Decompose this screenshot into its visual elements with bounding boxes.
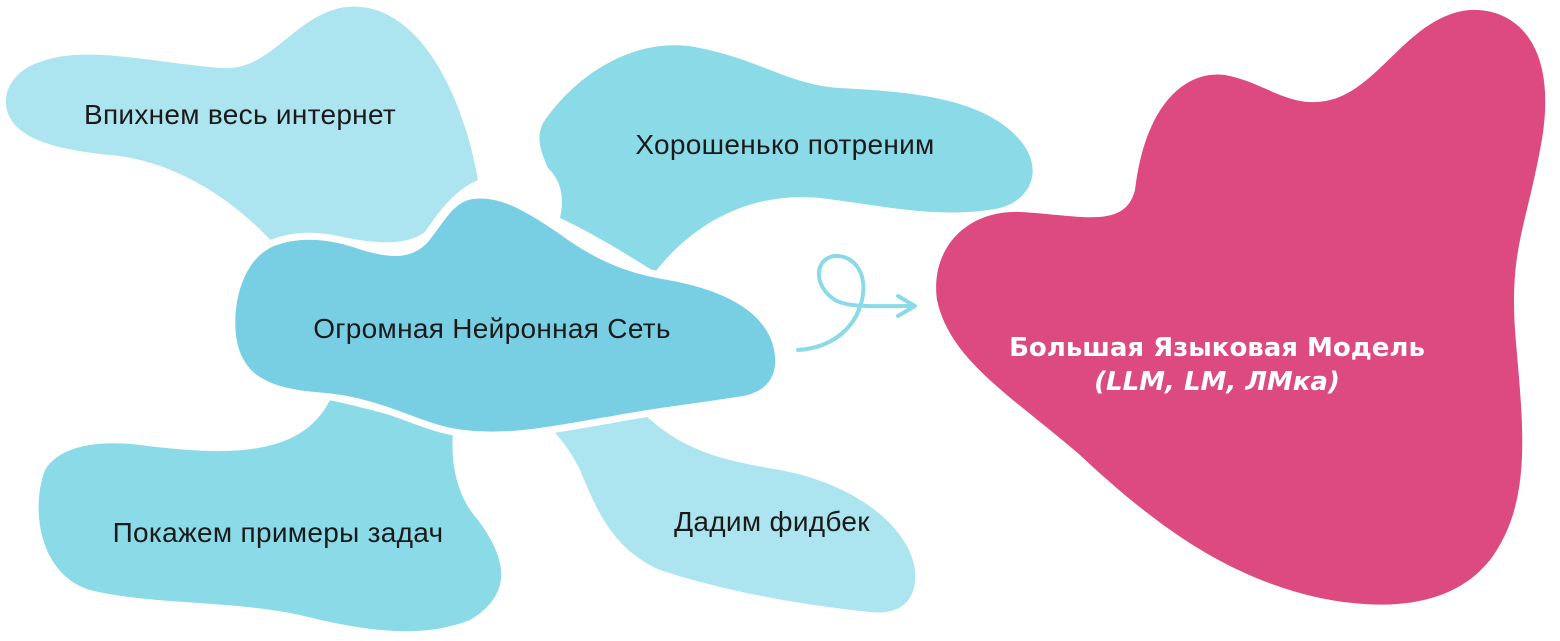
- label-train: Хорошенько потреним: [635, 129, 935, 160]
- llm-subtitle: (LLM, LM, ЛМка): [1094, 367, 1340, 397]
- blob-core: [228, 191, 783, 439]
- blob-llm: [936, 9, 1546, 605]
- label-examples: Покажем примеры задач: [112, 517, 444, 548]
- blob-examples: [38, 400, 502, 632]
- blob-train: [539, 45, 1033, 272]
- label-core: Огромная Нейронная Сеть: [313, 313, 671, 344]
- label-internet: Впихнем весь интернет: [83, 99, 397, 130]
- label-feedback: Дадим фидбек: [674, 506, 870, 537]
- blob-internet: [5, 6, 479, 245]
- blob-feedback: [550, 410, 916, 613]
- llm-label: Большая Языковая Модель (LLM, LM, ЛМка): [1009, 331, 1425, 399]
- curly-arrow-right-icon: [796, 253, 917, 352]
- llm-title: Большая Языковая Модель: [1009, 333, 1425, 363]
